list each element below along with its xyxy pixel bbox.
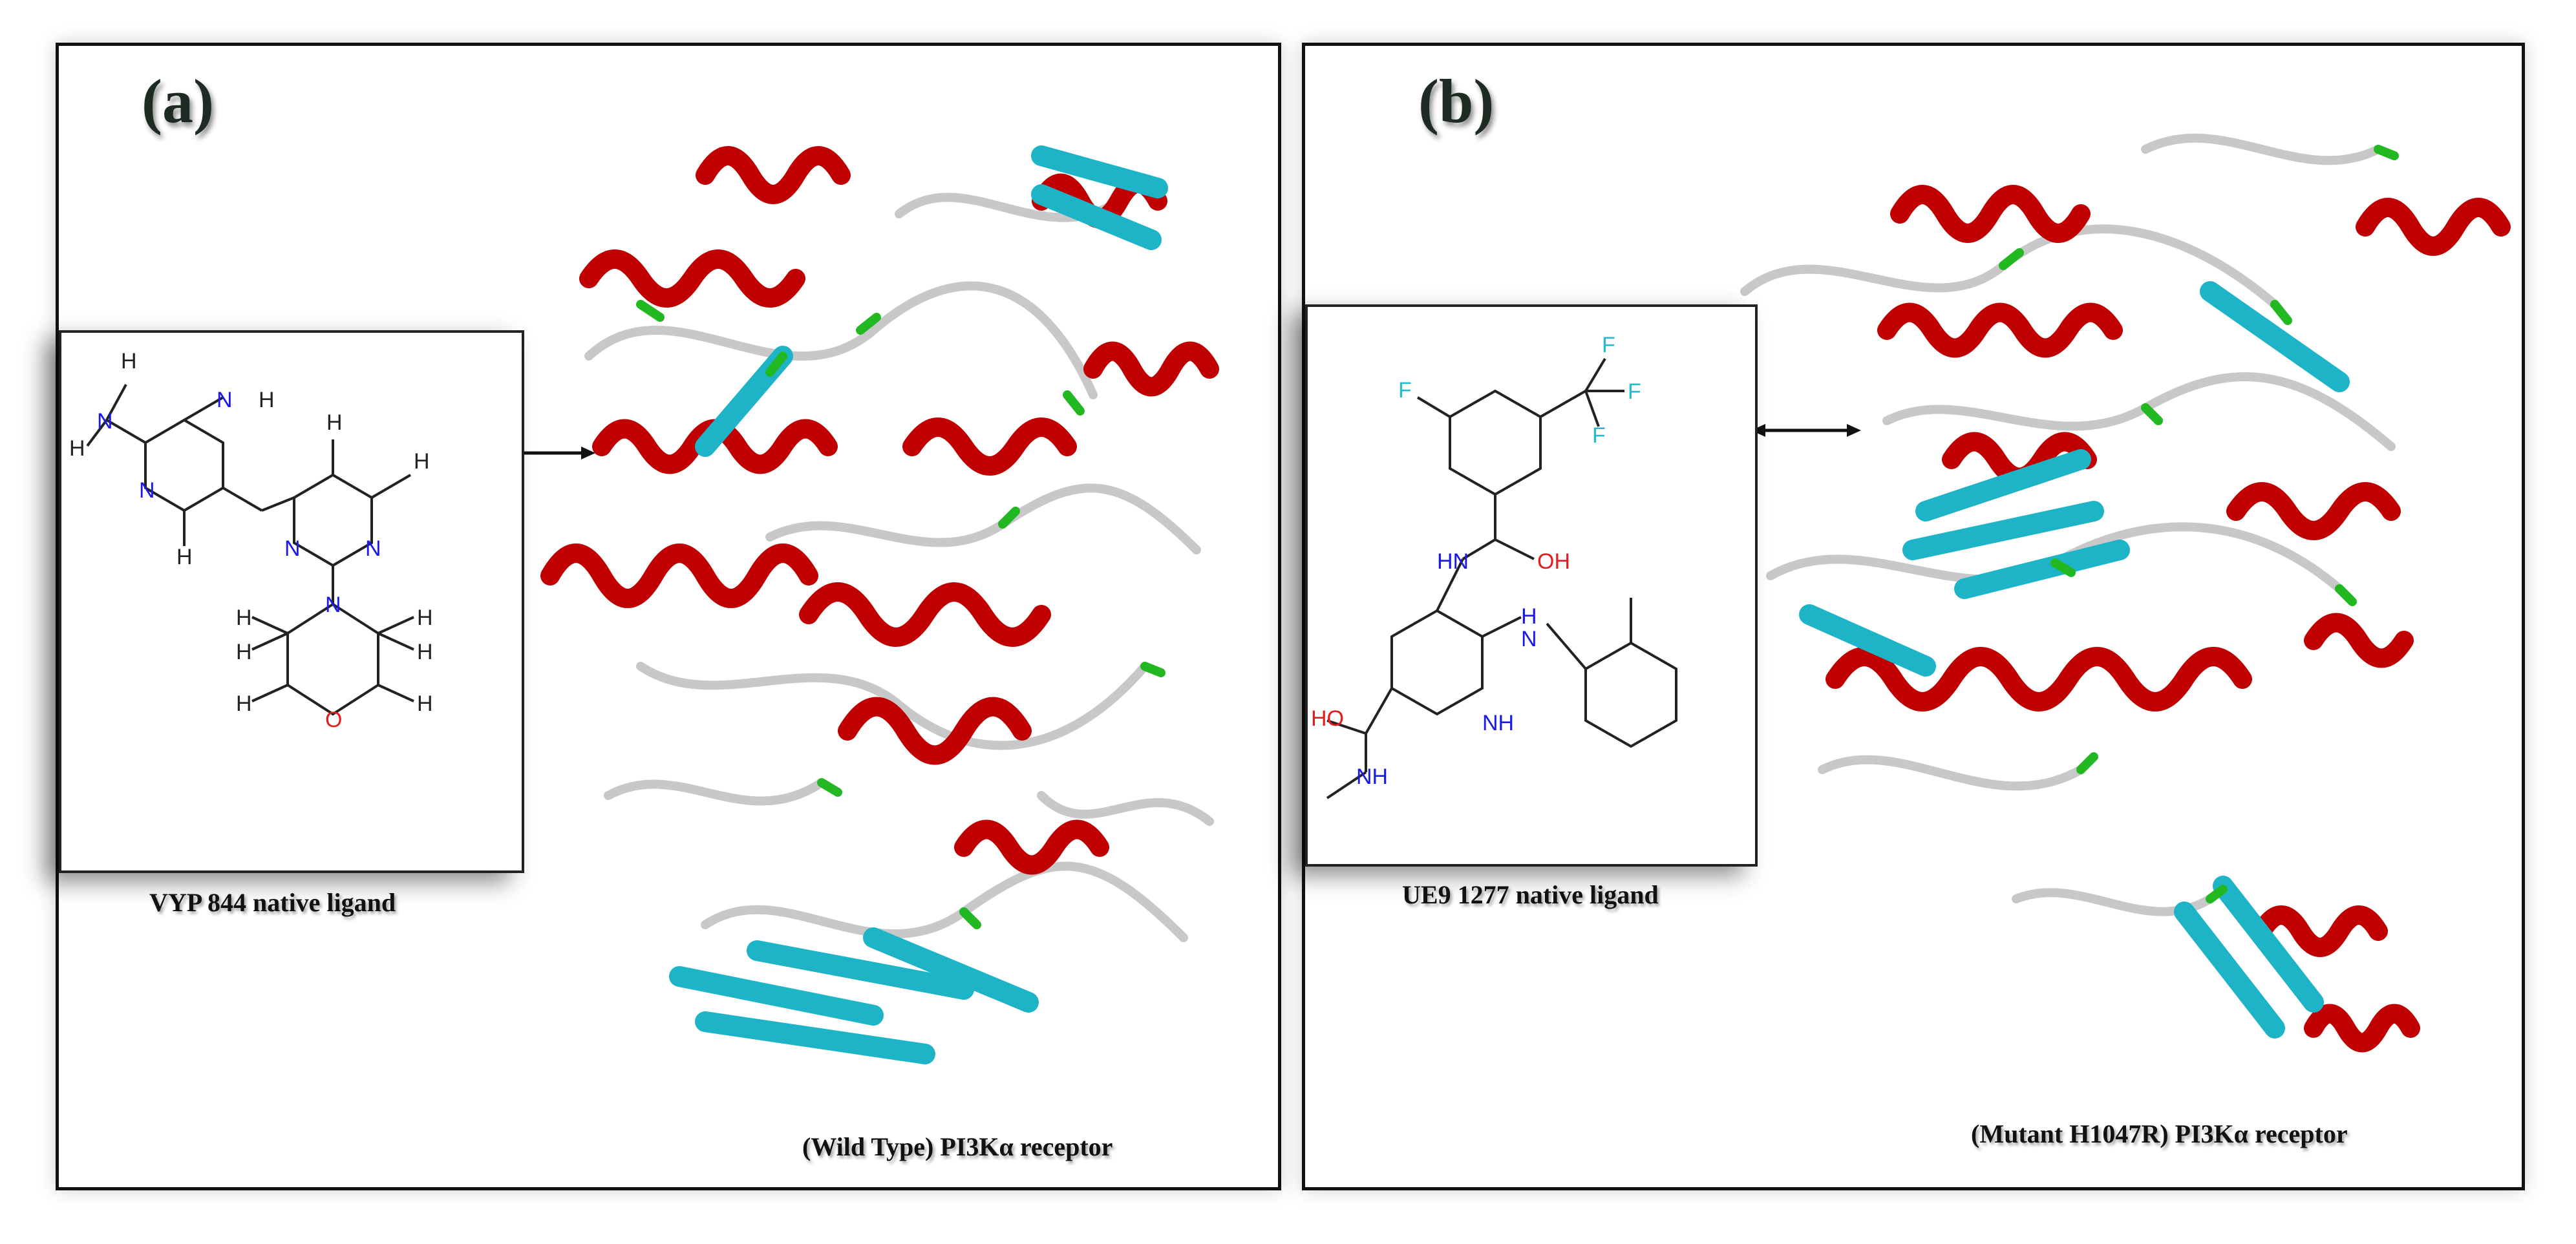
svg-text:H: H — [417, 640, 433, 664]
protein-ribbon-b-drawing — [1740, 133, 2511, 1053]
ligand-structure-box-b: F F F F OH HN H N NH HO NH — [1305, 304, 1758, 867]
svg-text:H: H — [326, 410, 343, 435]
protein-ribbon-a — [511, 85, 1274, 1119]
receptor-label-a: (Wild Type) PI3Kα receptor — [802, 1132, 1113, 1161]
ligand-label-b: UE9 1277 native ligand — [1402, 880, 1659, 909]
panel-b: (b) — [1302, 43, 2525, 1190]
svg-text:F: F — [1628, 379, 1641, 404]
svg-text:H: H — [417, 691, 433, 716]
vyp-structure-drawing: H N H N H N H H H N N N O H H H H H H — [69, 349, 433, 732]
svg-text:NH: NH — [1356, 764, 1388, 789]
svg-text:H: H — [1521, 604, 1537, 629]
svg-text:F: F — [1602, 333, 1615, 357]
svg-text:H: H — [236, 691, 252, 716]
ligand-structure-box-a: H N H N H N H H H N N N O H H H H H H — [59, 330, 524, 873]
svg-text:F: F — [1592, 423, 1606, 448]
svg-text:H: H — [236, 606, 252, 630]
svg-text:H: H — [121, 349, 137, 374]
double-arrow-b-icon — [1751, 424, 1861, 437]
svg-text:H: H — [417, 606, 433, 630]
ligand-site-arrow-b — [1751, 417, 1861, 443]
ligand-label-a: VYP 844 native ligand — [149, 888, 396, 917]
svg-text:N: N — [365, 536, 381, 561]
svg-text:O: O — [325, 708, 342, 732]
svg-text:N: N — [139, 478, 155, 503]
svg-text:N: N — [284, 536, 301, 561]
svg-text:N: N — [97, 409, 113, 434]
panel-a: (a) — [56, 43, 1281, 1190]
svg-text:F: F — [1398, 378, 1412, 403]
panel-b-tag: (b) — [1418, 67, 1495, 136]
panel-a-tag: (a) — [142, 67, 214, 136]
svg-text:H: H — [176, 545, 193, 569]
svg-text:H: H — [236, 640, 252, 664]
receptor-label-b: (Mutant H1047R) PI3Kα receptor — [1971, 1119, 2348, 1148]
svg-text:NH: NH — [1482, 711, 1514, 735]
svg-text:H: H — [414, 449, 430, 474]
svg-text:HO: HO — [1311, 706, 1344, 731]
svg-text:H: H — [259, 388, 275, 412]
svg-text:OH: OH — [1537, 549, 1570, 574]
protein-ribbon-b — [1693, 59, 2520, 1144]
protein-ribbon-a-drawing — [540, 145, 1219, 1064]
svg-text:N: N — [325, 593, 341, 617]
svg-text:HN: HN — [1437, 549, 1469, 574]
svg-text:H: H — [69, 436, 85, 461]
ue9-structure-drawing: F F F F OH HN H N NH HO NH — [1311, 333, 1677, 799]
svg-text:N: N — [1521, 627, 1537, 651]
svg-text:N: N — [217, 388, 233, 412]
